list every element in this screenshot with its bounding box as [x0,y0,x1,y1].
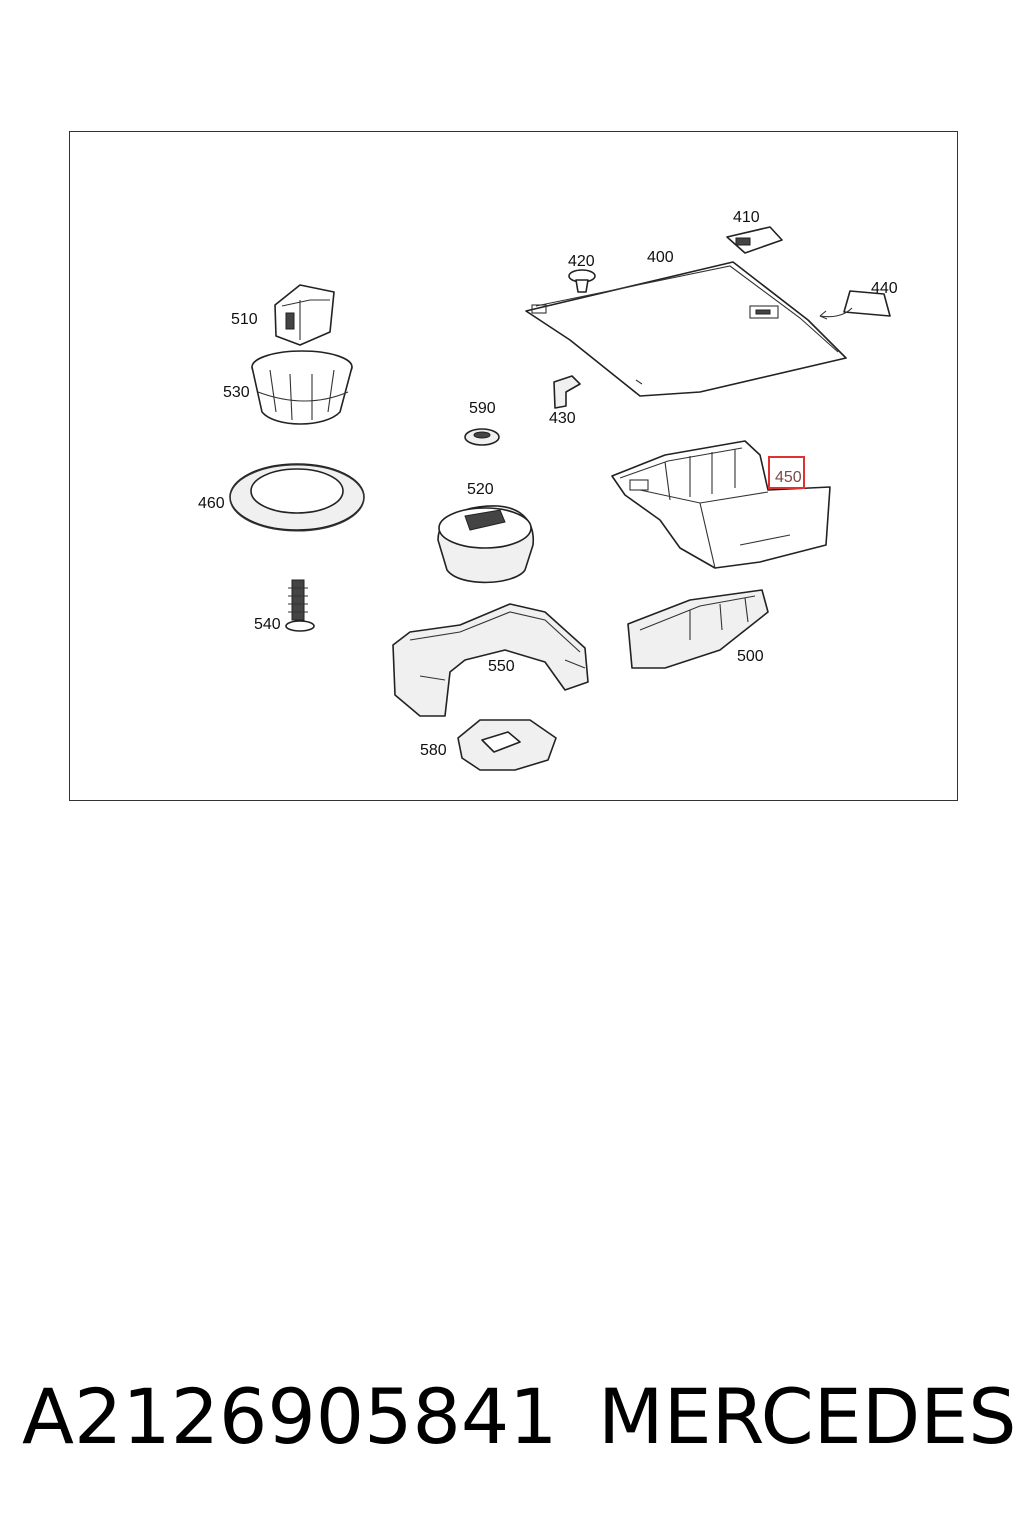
label-460: 460 [198,495,225,512]
part-440-label[interactable] [819,290,891,320]
label-440: 440 [871,280,898,297]
label-520: 520 [467,481,494,498]
label-540: 540 [254,616,281,633]
label-430: 430 [549,410,576,427]
part-430-bracket[interactable] [553,375,581,409]
part-510-bracket[interactable] [274,284,335,346]
part-400-floor-mat[interactable] [525,261,847,397]
label-420: 420 [568,253,595,270]
part-number: A2126905841 [22,1372,558,1461]
label-550: 550 [488,658,515,675]
label-580: 580 [420,742,447,759]
part-500-tray[interactable] [627,589,769,669]
part-520-jack-holder[interactable] [437,505,535,584]
part-460-ring[interactable] [229,463,365,532]
label-400: 400 [647,249,674,266]
label-510: 510 [231,311,258,328]
label-410: 410 [733,209,760,226]
label-500: 500 [737,648,764,665]
label-590: 590 [469,400,496,417]
brand-name: MERCEDES [598,1372,1017,1461]
part-550-foam-insert[interactable] [392,603,589,717]
part-540-spring[interactable] [285,579,315,632]
part-450-trunk-tub[interactable] [611,440,831,569]
label-530: 530 [223,384,250,401]
part-580-cover[interactable] [457,719,557,771]
highlight-box-450 [768,456,805,489]
part-590-grommet[interactable] [464,428,500,446]
footer: A2126905841 MERCEDES [22,1372,1016,1482]
label-450: 450 [775,469,802,486]
part-410-clip[interactable] [726,226,783,254]
diagram-frame [69,131,958,801]
part-530-basket[interactable] [251,350,353,425]
part-420-push-clip[interactable] [568,269,596,293]
